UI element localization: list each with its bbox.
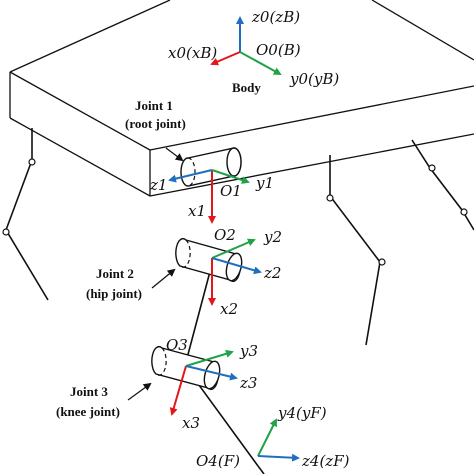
joint1-subtitle: (root joint)	[125, 116, 186, 131]
body-origin-label: O0(B)	[256, 41, 301, 59]
joint3-x-label: x3	[182, 414, 200, 432]
joint3-group: Joint 3 (knee joint) O3 y3 z3 x3	[56, 336, 258, 432]
joint1-origin-label: O1	[220, 182, 242, 200]
joint3-y-axis	[185, 349, 234, 367]
joint2-x-label: x2	[220, 300, 238, 318]
joint3-subtitle: (knee joint)	[56, 404, 120, 419]
body-frame-axes: z0(zB) x0(xB) O0(B) y0(yB) Body	[168, 8, 339, 95]
body-x-axis	[210, 51, 241, 66]
body-label: Body	[232, 80, 261, 95]
joint1-y-label: y1	[255, 174, 274, 192]
joint3-title: Joint 3	[70, 384, 108, 399]
joint2-group: Joint 2 (hip joint) O2 y2 z2 x2	[86, 226, 282, 318]
joint2-y-axis	[211, 238, 256, 259]
other-legs	[2, 128, 474, 346]
foot-origin-label: O4(F)	[196, 452, 240, 470]
joint2-subtitle: (hip joint)	[86, 286, 142, 301]
joint1-y-axis	[211, 169, 250, 184]
joint3-x-axis	[169, 365, 187, 416]
joint2-pointer-arrow	[151, 268, 176, 289]
body-y-axis	[239, 51, 282, 75]
joint2-z-label: z2	[263, 264, 281, 282]
joint3-z-axis	[185, 365, 238, 381]
joint1-pointer-arrow	[165, 147, 184, 162]
joint1-title: Joint 1	[135, 98, 173, 113]
joint2-y-label: y2	[263, 228, 282, 246]
body-y-label: y0(yB)	[289, 70, 339, 88]
joint1-group: Joint 1 (root joint) z1 O1 y1 x1	[125, 98, 274, 224]
foot-frame-group: y4(yF) O4(F) z4(zF)	[196, 404, 350, 470]
joint3-y-label: y3	[239, 342, 258, 360]
body-z-label: z0(zB)	[251, 8, 300, 26]
foot-z-axis	[257, 453, 300, 462]
body-x-label: x0(xB)	[168, 44, 217, 62]
foot-z-label: z4(zF)	[301, 452, 350, 470]
joint2-origin-label: O2	[214, 226, 236, 244]
joint1-x-label: x1	[188, 202, 206, 220]
joint3-z-label: z3	[239, 374, 257, 392]
joint3-pointer-arrow	[127, 382, 152, 401]
joint2-z-axis	[211, 257, 262, 275]
joint1-z-axis	[168, 169, 213, 183]
joint1-z-label: z1	[149, 176, 167, 194]
foot-y-label: y4(yF)	[277, 404, 327, 422]
joint2-title: Joint 2	[96, 266, 134, 281]
foot-y-axis	[257, 418, 277, 457]
robot-body-box	[9, 0, 474, 197]
joint3-origin-label: O3	[166, 336, 188, 354]
